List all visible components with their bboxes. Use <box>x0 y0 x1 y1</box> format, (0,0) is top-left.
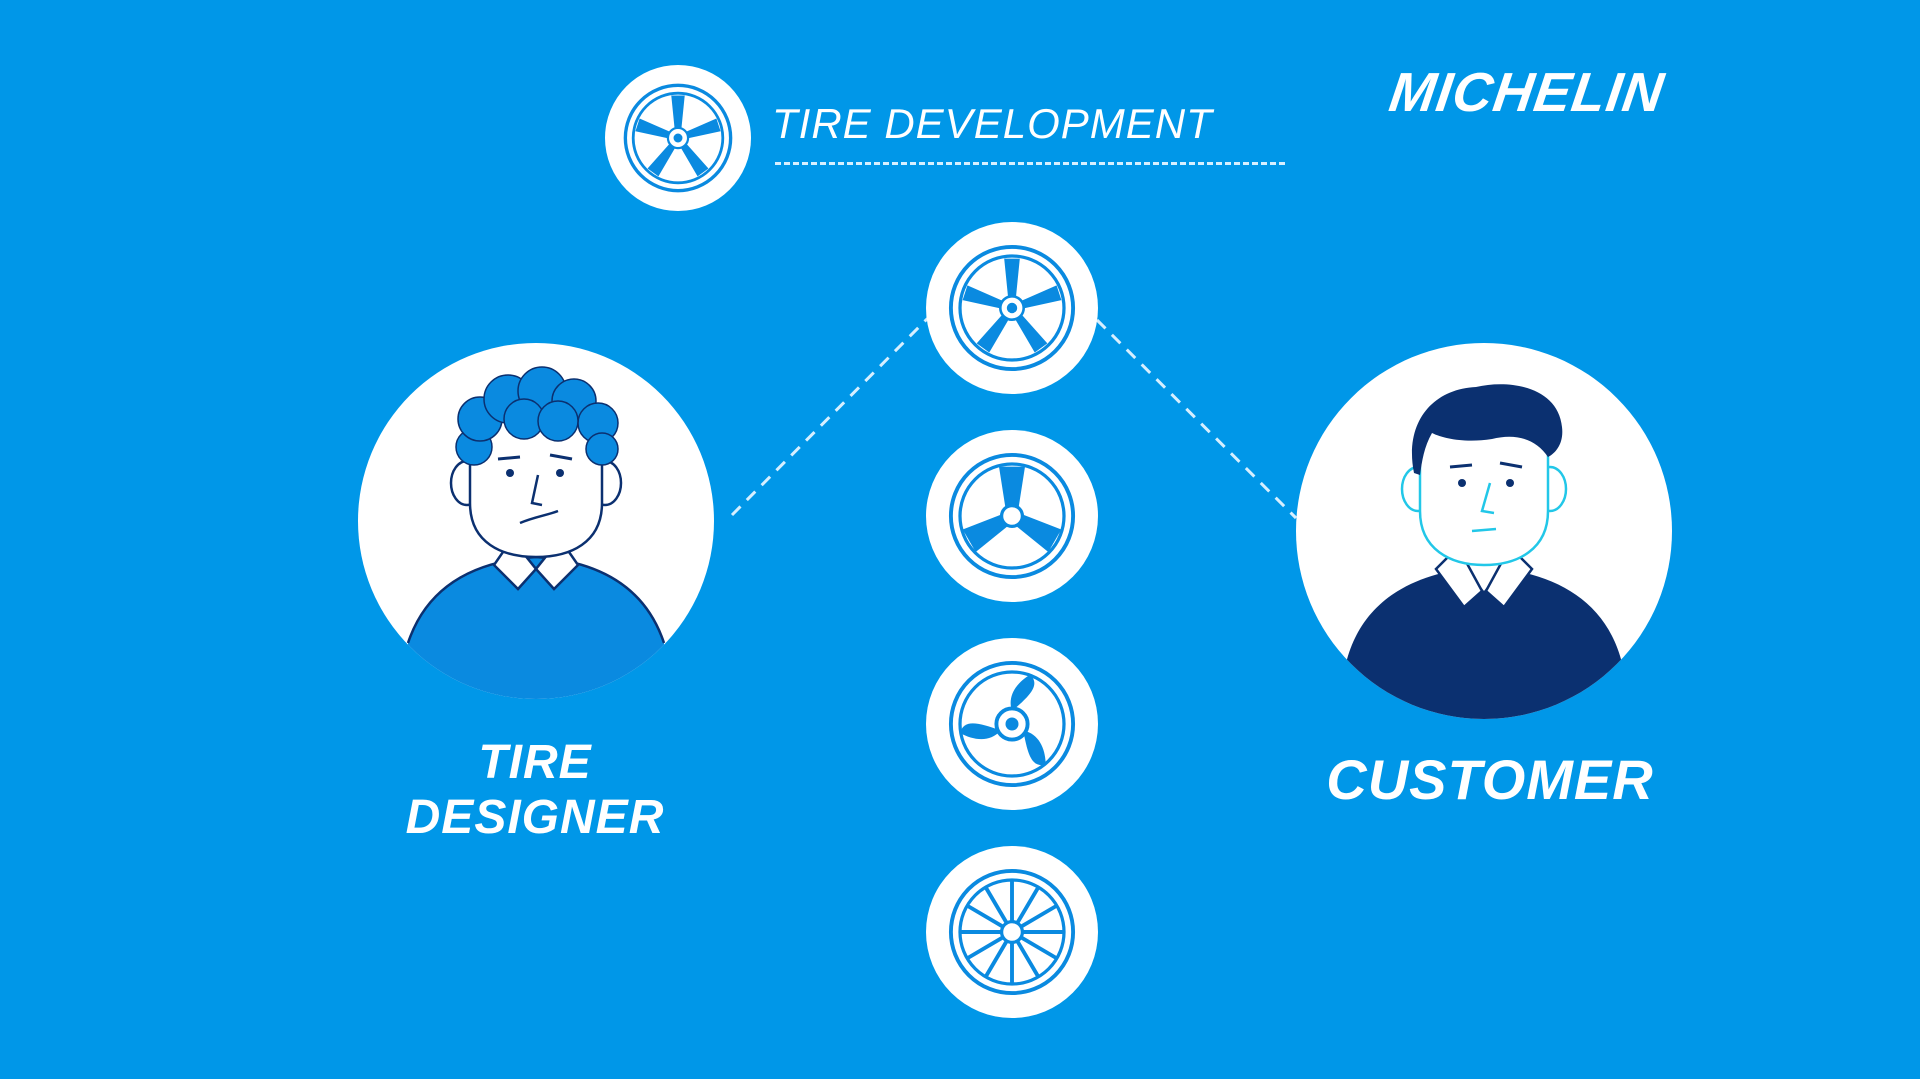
michelin-logo: MICHELIN <box>1385 61 1669 123</box>
header-wheel-badge <box>605 65 751 211</box>
tire-designer-label-line1: TIRE <box>478 736 592 789</box>
tire-designer-label-line2: DESIGNER <box>405 791 665 844</box>
wheel-option-1[interactable] <box>926 222 1098 394</box>
section-title: TIRE DEVELOPMENT <box>772 100 1213 147</box>
five-spoke-wheel-icon <box>623 83 733 193</box>
customer-avatar <box>1296 343 1672 719</box>
designer-avatar <box>358 343 714 699</box>
five-spoke-wheel-icon <box>948 244 1076 372</box>
mesh-wheel-icon <box>948 868 1076 996</box>
wheel-option-3[interactable] <box>926 638 1098 810</box>
section-title-underline <box>775 162 1285 165</box>
three-spoke-wheel-icon <box>948 452 1076 580</box>
turbine-wheel-icon <box>948 660 1076 788</box>
curly-hair-person-icon <box>406 366 666 699</box>
customer-label: CUSTOMER <box>1326 748 1654 811</box>
wheel-option-4[interactable] <box>926 846 1098 1018</box>
designer-connector-line <box>730 316 930 517</box>
dark-hair-person-icon <box>1346 384 1622 719</box>
customer-connector-line <box>1095 318 1298 520</box>
wheel-option-2[interactable] <box>926 430 1098 602</box>
tire-designer-label: TIRE DESIGNER <box>335 735 735 845</box>
